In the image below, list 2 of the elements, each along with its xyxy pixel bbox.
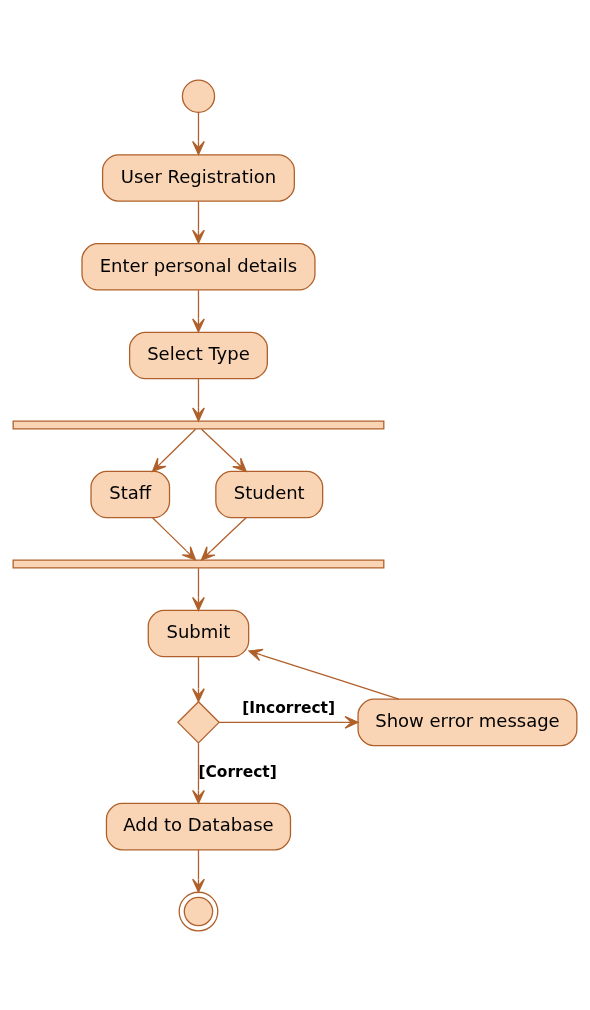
edge-label: [Correct] xyxy=(198,762,277,781)
edge-label: [Incorrect] xyxy=(242,698,336,717)
